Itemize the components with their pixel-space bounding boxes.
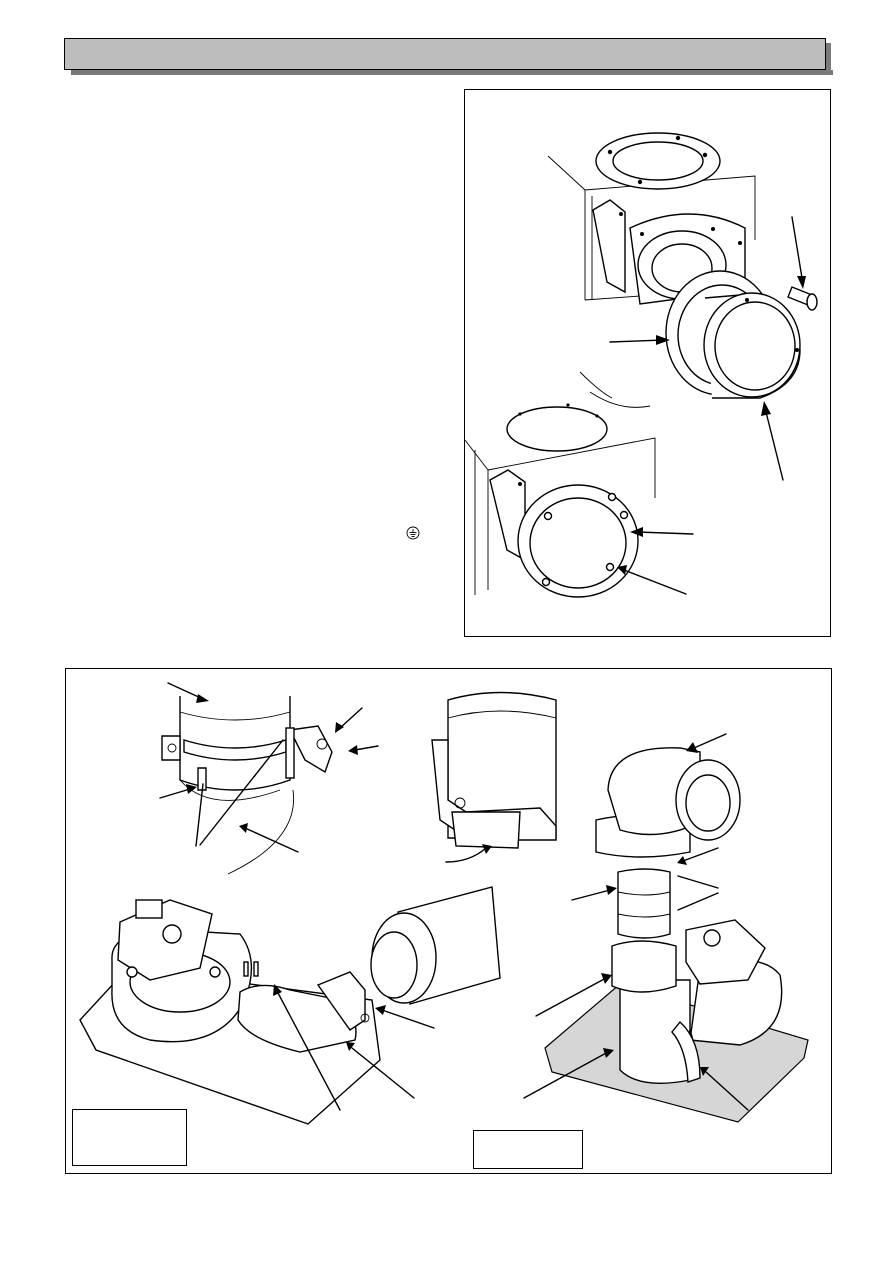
figure-fan-elbow-assembly bbox=[65, 668, 832, 1174]
figure-flue-adaptor-exploded bbox=[464, 89, 831, 637]
earth-symbol-icon bbox=[406, 526, 420, 540]
section-header-bar bbox=[64, 38, 833, 75]
view-label-right bbox=[473, 1130, 583, 1169]
view-label-left bbox=[72, 1109, 187, 1166]
